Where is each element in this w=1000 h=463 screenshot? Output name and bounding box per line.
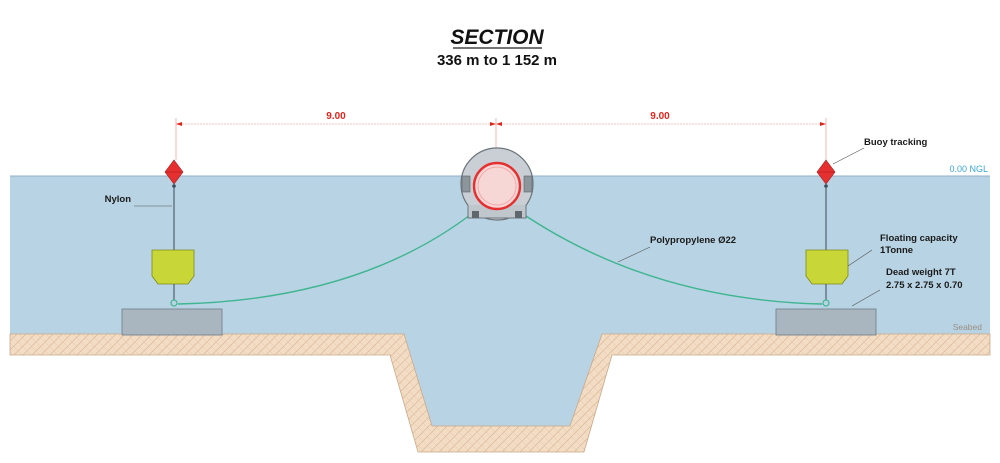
pipe [472,161,522,211]
dead-weight-block-left [121,308,223,336]
section-subtitle: 336 m to 1 152 m [437,52,557,69]
dead-weight-block-right [775,308,877,336]
seabed-label: Seabed [953,322,983,332]
leader-rope [617,246,651,263]
label-dead-weight: Dead weight 7T [886,267,956,278]
label-rope: Polypropylene Ø22 [650,235,736,246]
label-floating-capacity: Floating capacity [880,233,958,244]
dimension-right: 9.00 [650,111,670,122]
label-buoy-tracking: Buoy tracking [864,137,928,148]
dimension-line [175,118,827,160]
float-right [805,249,849,285]
seabed-ground [9,333,991,453]
leader-deadweight [851,289,881,307]
label-nylon: Nylon [105,194,132,205]
float-left [151,249,195,285]
label-dead-weight-size: 2.75 x 2.75 x 0.70 [886,280,963,291]
section-title: SECTION [450,26,544,49]
mooring-rope-right [519,211,823,305]
mooring-rope-left [177,211,475,305]
water-level-label: 0.00 NGL [949,164,988,174]
label-floating-capacity-value: 1Tonne [880,245,913,256]
dimension-left: 9.00 [326,111,346,122]
left-mooring-assembly [121,159,223,336]
leader-float [847,249,873,267]
right-mooring-assembly [775,159,877,336]
pipe-float-collar [460,147,534,221]
leader-buoy [832,147,865,165]
water-body [10,176,990,426]
